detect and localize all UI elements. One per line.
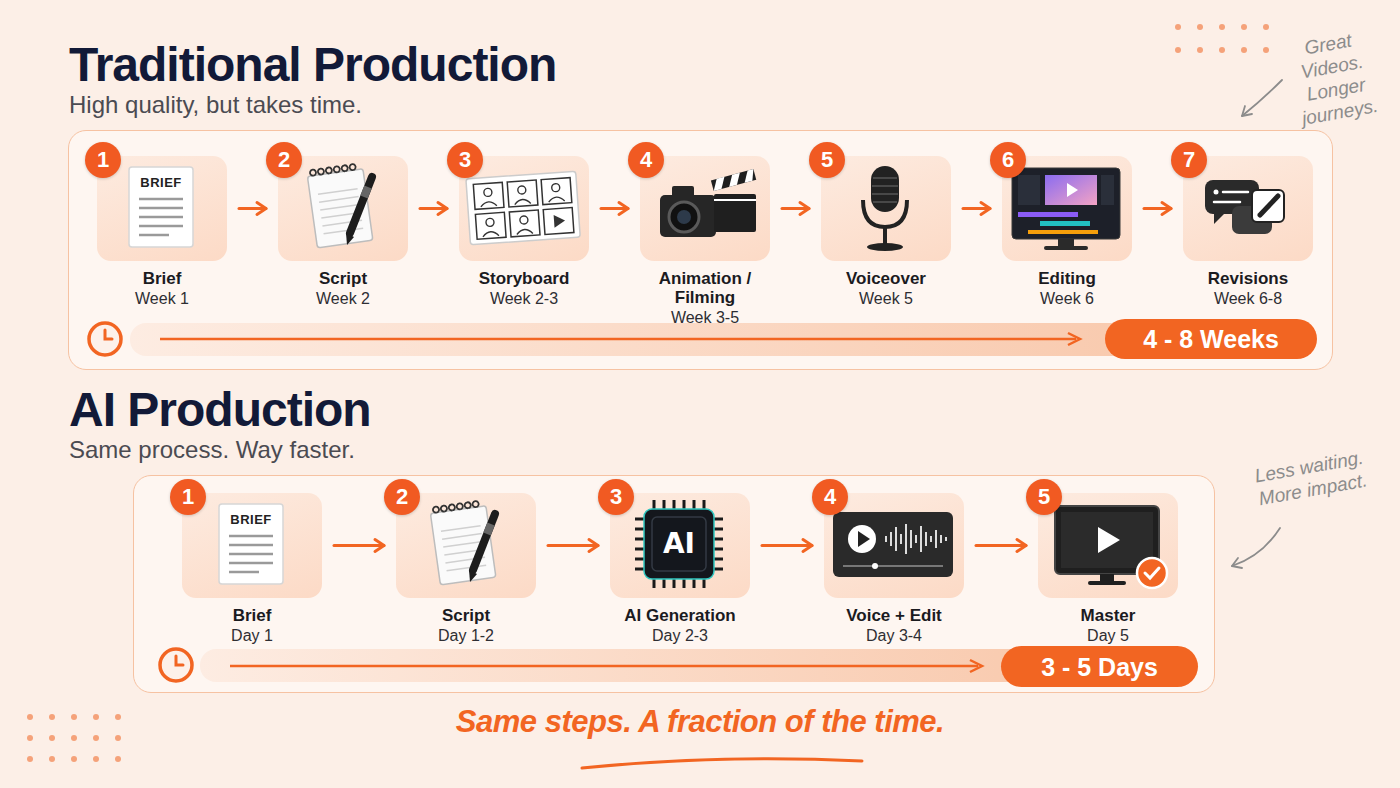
step-number: 1: [97, 147, 109, 172]
duration-text: 4 - 8 Weeks: [1143, 324, 1279, 354]
step-name: Brief: [87, 269, 237, 288]
caption-underline: [582, 759, 862, 768]
section-heading: Traditional Production: [69, 39, 556, 91]
step-caption: Animation / FilmingWeek 3-5: [630, 269, 780, 328]
icon-text: AI: [649, 528, 709, 560]
callout-number: 6: [990, 142, 1026, 178]
step-number: 4: [824, 484, 836, 509]
callout-number: 5: [1026, 479, 1062, 515]
step-name: Script: [386, 606, 546, 625]
step-tile: Animation / FilmingWeek 3-54: [640, 156, 770, 261]
step-caption: MasterDay 5: [1028, 606, 1188, 646]
step-number: 3: [610, 484, 622, 509]
step-name: Editing: [992, 269, 1142, 288]
icon-text: BRIEF: [131, 175, 191, 190]
step-number: 7: [1183, 147, 1195, 172]
step-time: Week 6-8: [1173, 288, 1323, 309]
callout-number: 7: [1171, 142, 1207, 178]
step-caption: BriefDay 1: [172, 606, 332, 646]
step-caption: BriefWeek 1: [87, 269, 237, 309]
step-time: Week 2-3: [449, 288, 599, 309]
step-tile: StoryboardWeek 2-33: [459, 156, 589, 261]
handwritten-note: Great Videos. Longer journeys.: [1283, 25, 1386, 131]
section-heading: AI Production: [69, 384, 371, 436]
section-panel: Traditional ProductionHigh quality, but …: [68, 130, 1333, 370]
step-caption: ScriptDay 1-2: [386, 606, 546, 646]
step-name: AI Generation: [600, 606, 760, 625]
callout-number: 4: [628, 142, 664, 178]
step-time: Week 2: [268, 288, 418, 309]
step-tile: BriefWeek 11: [97, 156, 227, 261]
step-name: Storyboard: [449, 269, 599, 288]
caption-text: Same steps. A fraction of the time.: [300, 703, 1100, 741]
step-name: Voice + Edit: [814, 606, 974, 625]
step-time: Week 5: [811, 288, 961, 309]
step-tile: MasterDay 55: [1038, 493, 1178, 598]
section-subtitle: High quality, but takes time.: [69, 91, 362, 119]
handwritten-note: Less waiting. More impact.: [1247, 445, 1375, 511]
step-name: Brief: [172, 606, 332, 625]
duration-text: 3 - 5 Days: [1041, 652, 1158, 682]
step-caption: VoiceoverWeek 5: [811, 269, 961, 309]
duration-pill: 4 - 8 Weeks: [1105, 319, 1317, 359]
step-number: 5: [821, 147, 833, 172]
step-name: Master: [1028, 606, 1188, 625]
step-time: Week 6: [992, 288, 1142, 309]
step-caption: EditingWeek 6: [992, 269, 1142, 309]
callout-number: 3: [598, 479, 634, 515]
section-panel: AI ProductionSame process. Way faster.Br…: [133, 475, 1215, 693]
step-time: Day 1-2: [386, 625, 546, 646]
step-time: Day 5: [1028, 625, 1188, 646]
step-time: Week 3-5: [630, 307, 780, 328]
step-caption: ScriptWeek 2: [268, 269, 418, 309]
step-number: 2: [396, 484, 408, 509]
step-number: 3: [459, 147, 471, 172]
icon-text: BRIEF: [221, 512, 281, 527]
step-name: Animation / Filming: [630, 269, 780, 307]
step-time: Day 1: [172, 625, 332, 646]
step-tile: VoiceoverWeek 55: [821, 156, 951, 261]
step-number: 5: [1038, 484, 1050, 509]
step-number: 1: [182, 484, 194, 509]
step-tile: EditingWeek 66: [1002, 156, 1132, 261]
step-caption: Voice + EditDay 3-4: [814, 606, 974, 646]
step-tile: Voice + EditDay 3-44: [824, 493, 964, 598]
callout-number: 2: [384, 479, 420, 515]
callout-number: 3: [447, 142, 483, 178]
callout-number: 1: [170, 479, 206, 515]
callout-number: 1: [85, 142, 121, 178]
step-number: 6: [1002, 147, 1014, 172]
duration-pill: 3 - 5 Days: [1001, 646, 1198, 687]
callout-number: 4: [812, 479, 848, 515]
step-caption: StoryboardWeek 2-3: [449, 269, 599, 309]
callout-number: 2: [266, 142, 302, 178]
step-time: Day 2-3: [600, 625, 760, 646]
step-caption: AI GenerationDay 2-3: [600, 606, 760, 646]
step-tile: ScriptWeek 22: [278, 156, 408, 261]
step-number: 2: [278, 147, 290, 172]
step-name: Script: [268, 269, 418, 288]
step-number: 4: [640, 147, 652, 172]
step-caption: RevisionsWeek 6-8: [1173, 269, 1323, 309]
callout-number: 5: [809, 142, 845, 178]
step-tile: ScriptDay 1-22: [396, 493, 536, 598]
step-name: Voiceover: [811, 269, 961, 288]
step-time: Day 3-4: [814, 625, 974, 646]
step-tile: BriefDay 11: [182, 493, 322, 598]
step-name: Revisions: [1173, 269, 1323, 288]
step-time: Week 1: [87, 288, 237, 309]
step-tile: RevisionsWeek 6-87: [1183, 156, 1313, 261]
section-subtitle: Same process. Way faster.: [69, 436, 355, 464]
